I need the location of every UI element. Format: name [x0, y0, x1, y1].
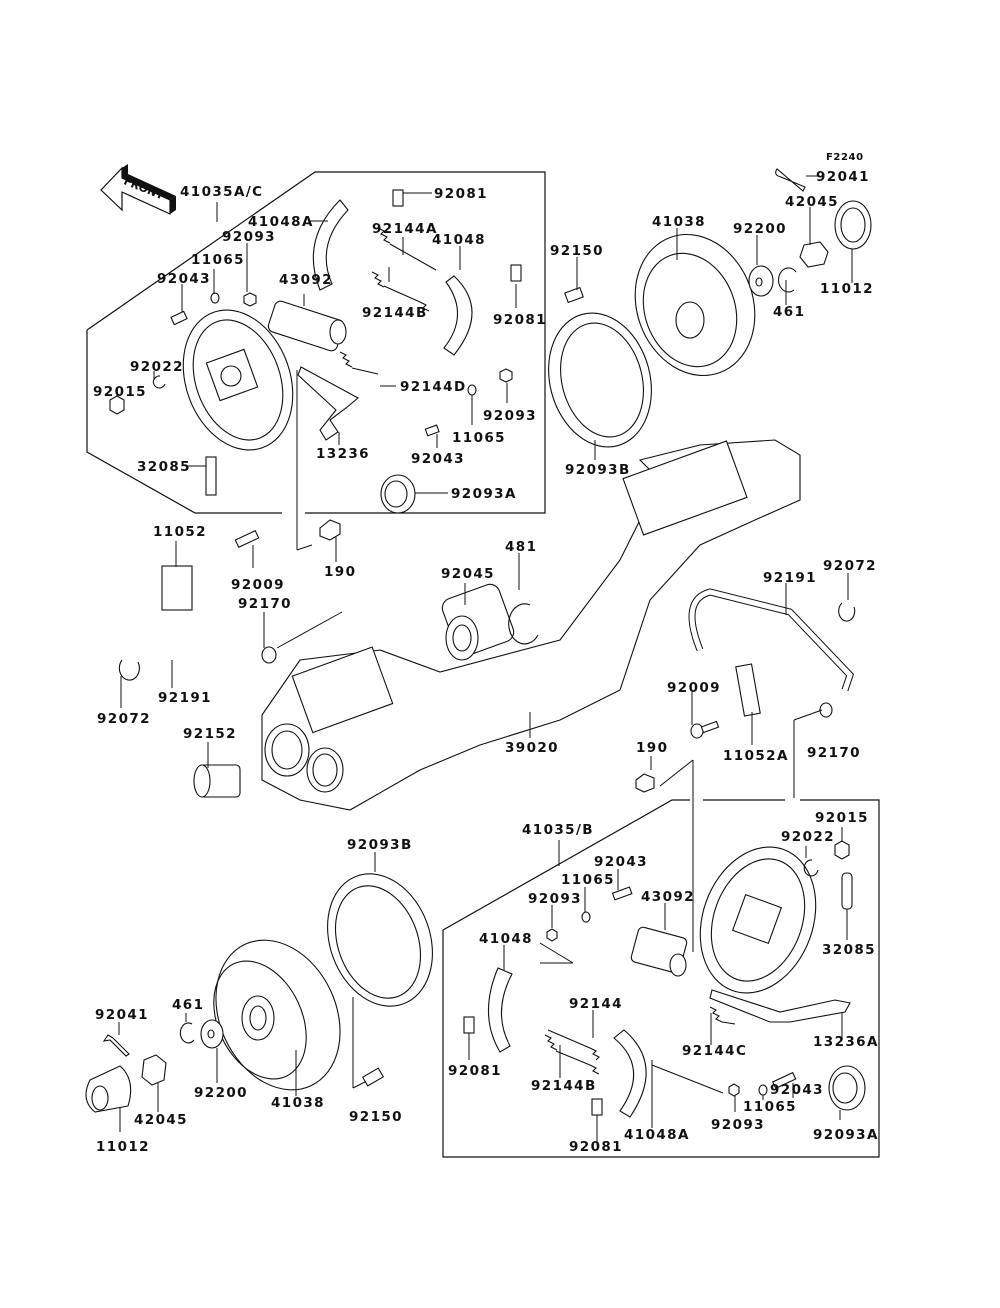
label-11065: 11065 — [743, 1099, 797, 1115]
label-92150: 92150 — [550, 243, 604, 259]
label-92043: 92043 — [770, 1082, 824, 1098]
label-92144C: 92144C — [682, 1043, 747, 1059]
lower-left-hub-group: 92093B 92041 461 42045 92200 41038 92150… — [85, 837, 433, 1155]
label-41035-B: 41035/B — [522, 822, 594, 838]
label-92043: 92043 — [157, 271, 211, 287]
label-92093: 92093 — [711, 1117, 765, 1133]
label-92022: 92022 — [130, 359, 184, 375]
label-190: 190 — [324, 564, 356, 580]
label-92043: 92043 — [594, 854, 648, 870]
label-92152: 92152 — [183, 726, 237, 742]
label-41048A: 41048A — [248, 214, 314, 230]
label-11065: 11065 — [452, 430, 506, 446]
label-42045: 42045 — [134, 1112, 188, 1128]
label-11065: 11065 — [191, 252, 245, 268]
label-92009: 92009 — [231, 577, 285, 593]
label-92093: 92093 — [483, 408, 537, 424]
label-92081: 92081 — [434, 186, 488, 202]
label-92015: 92015 — [93, 384, 147, 400]
label-41038: 41038 — [652, 214, 706, 230]
label-42045: 42045 — [785, 194, 839, 210]
label-43092: 43092 — [641, 889, 695, 905]
axle-group: 11052 92009 190 92170 481 92045 92191 92… — [92, 439, 877, 952]
label-32085: 32085 — [137, 459, 191, 475]
label-11052A: 11052A — [723, 748, 789, 764]
label-92093: 92093 — [222, 229, 276, 245]
label-461: 461 — [773, 304, 805, 320]
label-13236A: 13236A — [813, 1034, 879, 1050]
label-92170: 92170 — [807, 745, 861, 761]
label-92191: 92191 — [158, 690, 212, 706]
label-92022: 92022 — [781, 829, 835, 845]
label-92041: 92041 — [95, 1007, 149, 1023]
label-92043: 92043 — [411, 451, 465, 467]
lower-right-brake-group: 41035/B — [442, 799, 880, 1158]
label-92081: 92081 — [569, 1139, 623, 1155]
label-92093A: 92093A — [451, 486, 517, 502]
label-92081: 92081 — [448, 1063, 502, 1079]
label-92150: 92150 — [349, 1109, 403, 1125]
label-92093B: 92093B — [565, 462, 631, 478]
label-32085: 32085 — [822, 942, 876, 958]
label-92144: 92144 — [569, 996, 623, 1012]
label-190: 190 — [636, 740, 668, 756]
label-92144B: 92144B — [531, 1078, 597, 1094]
label-461: 461 — [172, 997, 204, 1013]
label-92093: 92093 — [528, 891, 582, 907]
label-11012: 11012 — [820, 281, 874, 297]
label-41048: 41048 — [479, 931, 533, 947]
label-41035A-C: 41035A/C — [180, 184, 263, 200]
label-92144D: 92144D — [400, 379, 467, 395]
figure-reference: F2240 — [826, 152, 864, 163]
label-11012: 11012 — [96, 1139, 150, 1155]
label-92072: 92072 — [823, 558, 877, 574]
label-92015: 92015 — [815, 810, 869, 826]
label-92081: 92081 — [493, 312, 547, 328]
label-92191: 92191 — [763, 570, 817, 586]
label-92093A: 92093A — [813, 1127, 879, 1143]
label-92093B: 92093B — [347, 837, 413, 853]
label-92041: 92041 — [816, 169, 870, 185]
label-11065: 11065 — [561, 872, 615, 888]
upper-right-hub-group: 92041 42045 41038 92200 92150 11012 461 … — [548, 168, 874, 478]
upper-left-brake-group: 41035A/C — [86, 171, 547, 551]
label-92200: 92200 — [194, 1085, 248, 1101]
label-92144A: 92144A — [372, 221, 438, 237]
label-41048: 41048 — [432, 232, 486, 248]
label-92045: 92045 — [441, 566, 495, 582]
label-41038: 41038 — [271, 1095, 325, 1111]
label-39020: 39020 — [505, 740, 559, 756]
label-481: 481 — [505, 539, 537, 555]
label-92200: 92200 — [733, 221, 787, 237]
label-43092: 43092 — [279, 272, 333, 288]
label-41048A: 41048A — [624, 1127, 690, 1143]
label-92170: 92170 — [238, 596, 292, 612]
label-11052: 11052 — [153, 524, 207, 540]
label-92009: 92009 — [667, 680, 721, 696]
label-92144B: 92144B — [362, 305, 428, 321]
label-92072: 92072 — [97, 711, 151, 727]
front-arrow-icon: FRONT — [100, 164, 176, 215]
label-13236: 13236 — [316, 446, 370, 462]
